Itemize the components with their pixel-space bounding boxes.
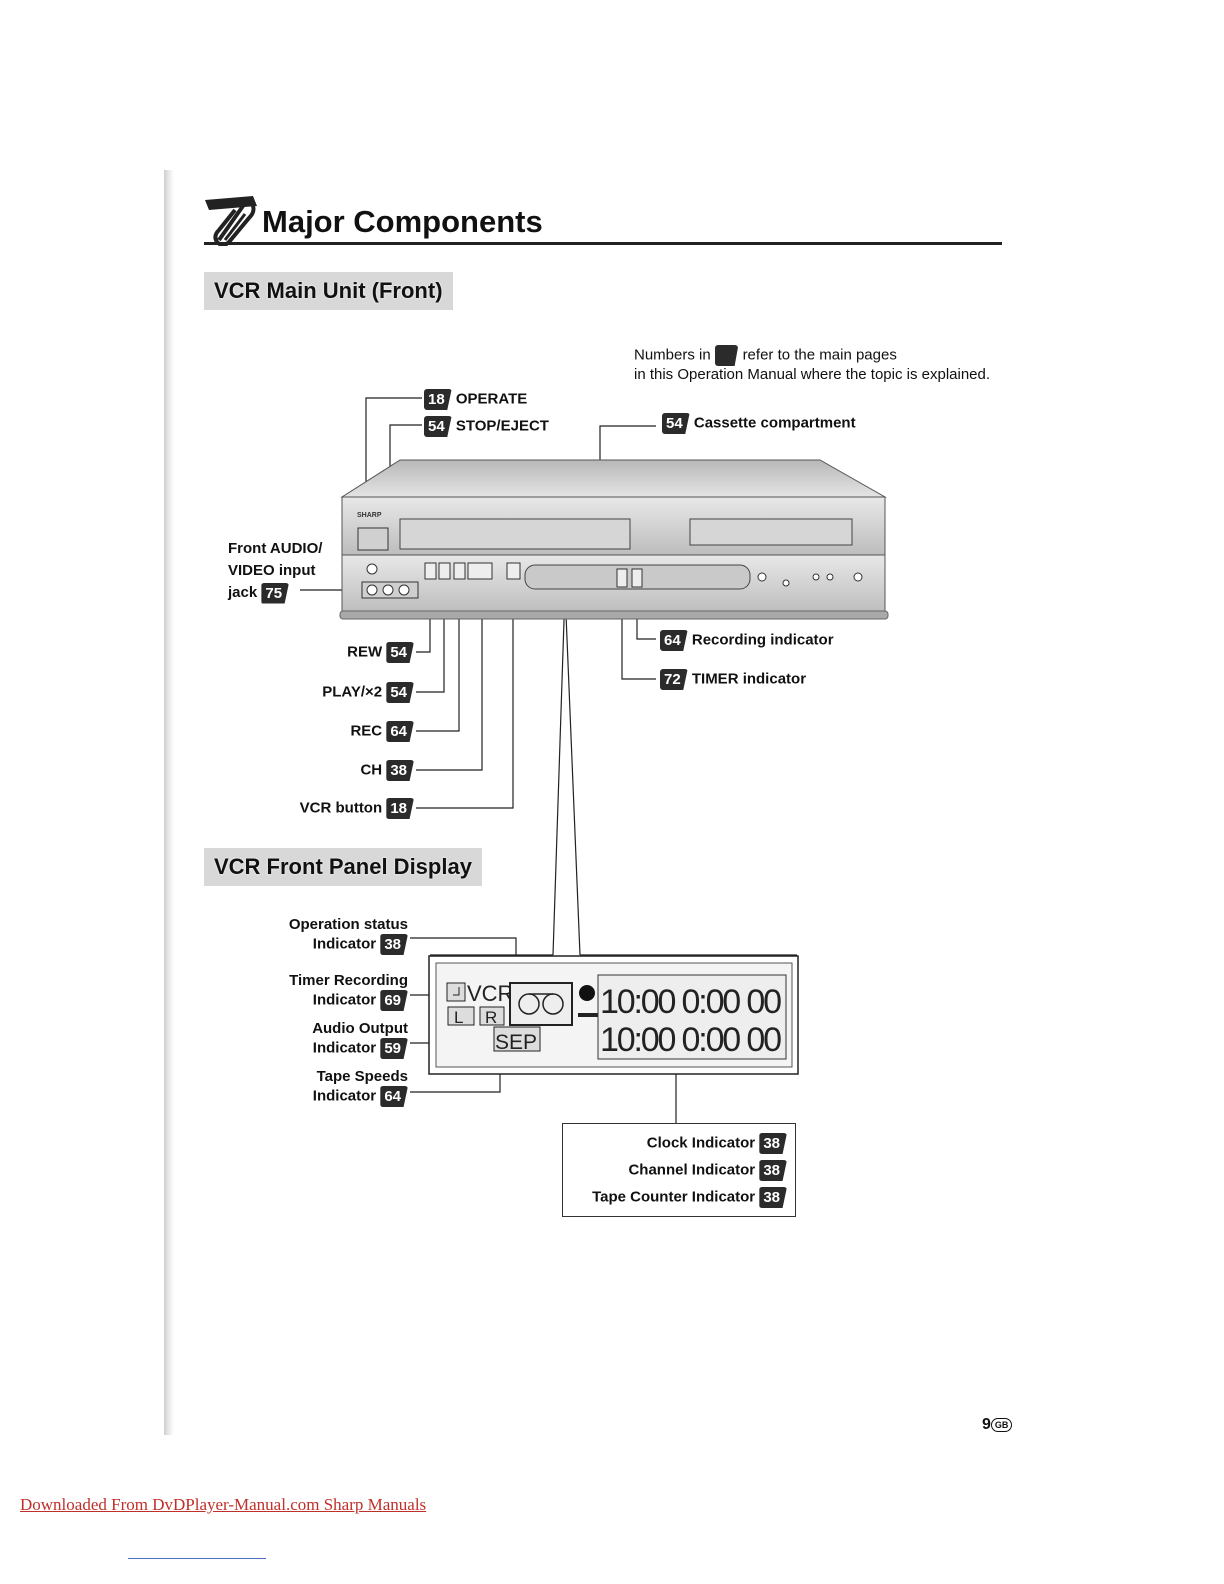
lcd-l-text: L xyxy=(454,1008,463,1027)
callout-ch: CH 38 xyxy=(270,760,414,781)
callout-play: PLAY/×2 54 xyxy=(270,682,414,703)
lcd-digits-bottom: 10:00 0:00 00 xyxy=(600,1021,782,1059)
callout-timer-recording: Timer Recording Indicator 69 xyxy=(289,972,408,1011)
callout-clock: Clock Indicator 38 xyxy=(647,1133,787,1154)
callout-operation-status: Operation status Indicator 38 xyxy=(288,916,408,955)
callout-rew: REW 54 xyxy=(270,642,414,663)
callout-stop-eject: 54 STOP/EJECT xyxy=(424,416,549,437)
callout-vcr-button: VCR button 18 xyxy=(250,798,414,819)
callout-cassette: 54 Cassette compartment xyxy=(662,413,856,434)
section-heading-display: VCR Front Panel Display xyxy=(204,848,482,886)
callout-rec: REC 64 xyxy=(270,721,414,742)
note-text: Numbers in refer to the main pages in th… xyxy=(634,345,991,383)
lcd-digits-top: 10:00 0:00 00 xyxy=(600,983,782,1021)
brand-label: SHARP xyxy=(357,512,382,519)
front-panel-lcd: VCR L R SEP 10:00 0:00 00 10:00 0:00 00 xyxy=(428,955,799,1075)
lcd-r-text: R xyxy=(485,1008,497,1027)
lcd-sep-text: SEP xyxy=(495,1031,537,1054)
callout-operate: 18 OPERATE xyxy=(424,389,527,410)
region-badge: GB xyxy=(990,1417,1013,1432)
footer-link[interactable]: Downloaded From DvDPlayer-Manual.com Sha… xyxy=(20,1495,427,1514)
paperclip-icon xyxy=(205,196,257,246)
callout-tape-speeds: Tape Speeds Indicator 64 xyxy=(312,1068,408,1107)
note-badge xyxy=(714,345,739,366)
callout-counter: Tape Counter Indicator 38 xyxy=(592,1187,787,1208)
lcd-vcr-text: VCR xyxy=(467,981,513,1006)
footer-underline xyxy=(128,1558,266,1559)
callout-front-av-jack: Front AUDIO/ VIDEO input jack 75 xyxy=(228,540,323,604)
callout-audio-output: Audio Output Indicator 59 xyxy=(312,1020,408,1059)
callout-timer-indicator: 72 TIMER indicator xyxy=(660,669,806,690)
callout-channel: Channel Indicator 38 xyxy=(628,1160,787,1181)
page-title: Major Components xyxy=(262,204,543,239)
section-heading-front: VCR Main Unit (Front) xyxy=(204,272,453,310)
page-binding-edge xyxy=(164,170,174,1435)
vcr-front-illustration: SHARP xyxy=(339,459,889,620)
clock-channel-counter-box: Clock Indicator 38 Channel Indicator 38 … xyxy=(562,1123,796,1217)
title-rule xyxy=(204,242,1002,245)
callout-recording-indicator: 64 Recording indicator xyxy=(660,630,834,651)
